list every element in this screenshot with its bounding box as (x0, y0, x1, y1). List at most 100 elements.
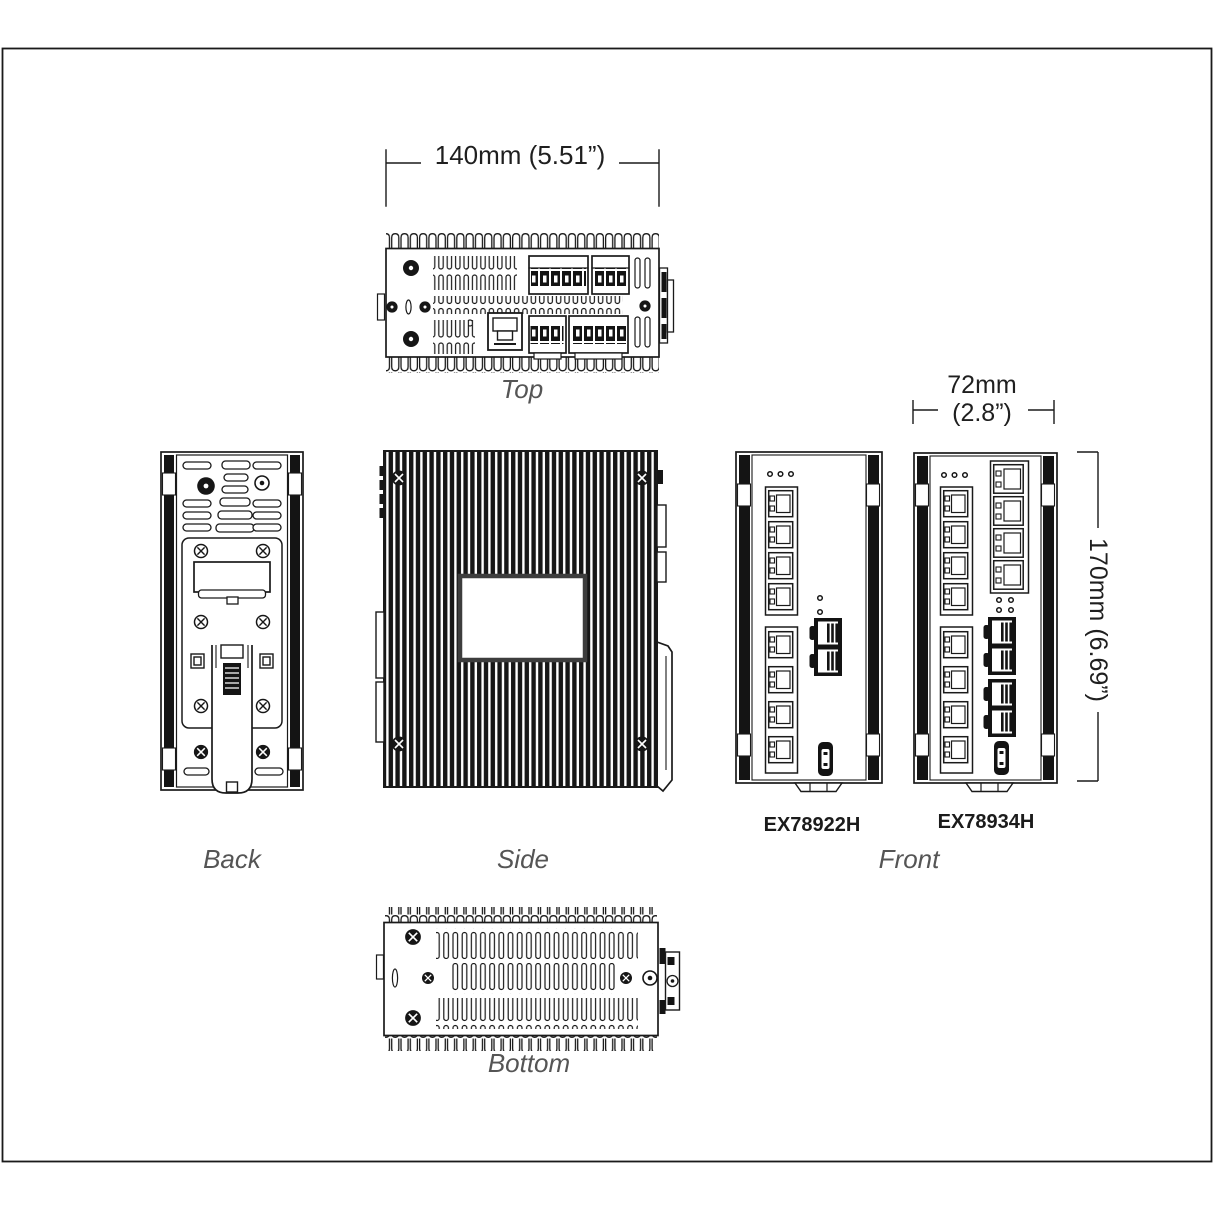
led-indicator-icon (1007, 596, 1015, 604)
screw-icon (421, 971, 435, 985)
screw-icon (639, 300, 651, 312)
screw-icon (404, 928, 422, 946)
rj45-port-icon (767, 520, 794, 549)
rj45-port-icon (767, 700, 794, 729)
rj45-port-icon (767, 735, 794, 764)
vent-slots (433, 296, 623, 314)
rj45-port-icon (942, 551, 969, 580)
screw-icon (255, 543, 271, 559)
top-view: 140mm (5.51”) (376, 139, 675, 404)
sfp-cage-icon (983, 679, 1016, 737)
dimension-depth-label-line2: (2.8”) (952, 399, 1012, 427)
sfp-cage-icon (809, 618, 842, 676)
port-group-frame (764, 486, 799, 616)
screw-icon (255, 614, 271, 630)
vent-slots (436, 928, 638, 959)
din-tab (964, 782, 1015, 793)
screw-icon (386, 301, 398, 313)
screw-icon (390, 735, 408, 753)
led-indicator-icon (951, 471, 958, 479)
port-group-frame (939, 626, 974, 774)
front-view-label: Front (879, 844, 941, 874)
side-rail (917, 456, 928, 780)
din-tab (793, 782, 844, 793)
screw-icon (255, 698, 271, 714)
screw-icon (254, 475, 270, 491)
rj45-port-icon (767, 551, 794, 580)
vent-slots (436, 998, 638, 1029)
din-rail-clip (656, 470, 673, 793)
clip-grip (223, 663, 241, 695)
screw-icon (642, 970, 658, 986)
led-indicator-icon (995, 596, 1003, 604)
led-indicator-icon (816, 608, 824, 616)
screw-icon (619, 971, 633, 985)
dimension-height: 170mm (6.69”) (1077, 451, 1112, 782)
rj45-port-icon (992, 527, 1024, 558)
console-rj45-port (487, 312, 523, 351)
back-view-label: Back (203, 844, 263, 874)
screw-icon (403, 331, 419, 347)
front-view-ex78934h: EX78934H (913, 452, 1058, 833)
rail-notch (736, 483, 881, 757)
slot-hole (391, 968, 399, 988)
slot-hole (405, 299, 412, 315)
dimension-depth-label-line1: 72mm (947, 371, 1016, 399)
edge-tabs (375, 466, 385, 743)
screw-icon (193, 698, 209, 714)
screw-icon (404, 1009, 422, 1027)
page-border (1, 47, 1213, 1163)
label-area (457, 573, 588, 663)
screw-icon (633, 735, 651, 753)
led-indicator-icon (766, 470, 774, 478)
vent-slots (450, 963, 616, 994)
led-indicator-icon (787, 470, 795, 478)
rj45-port-icon (942, 582, 969, 611)
side-view-label: Side (497, 844, 549, 874)
rj45-port-icon (767, 665, 794, 694)
heatsink-fins (385, 1035, 657, 1051)
port-group-frame (939, 486, 974, 616)
bottom-view: Bottom (375, 907, 681, 1078)
rj45-port-icon (992, 495, 1024, 526)
usb-console-port-icon (994, 741, 1009, 775)
din-rail-clip (659, 948, 681, 1014)
terminal-block (568, 315, 629, 360)
screw-icon (193, 614, 209, 630)
side-rail (868, 455, 879, 780)
screw-icon (193, 744, 209, 760)
dimension-width-top-label: 140mm (5.51”) (435, 140, 606, 170)
vent-slots (183, 767, 284, 776)
screw-icon (403, 260, 419, 276)
heatsink-fins (386, 357, 659, 373)
screw-icon (197, 477, 215, 495)
screw-icon (419, 301, 431, 313)
led-indicator-icon (961, 471, 969, 479)
top-view-label: Top (501, 374, 543, 404)
dimension-depth: 72mm (2.8”) (912, 369, 1055, 427)
led-indicator-icon (777, 470, 784, 478)
rj45-port-icon (767, 489, 794, 518)
model-label-ex78922h: EX78922H (764, 814, 861, 836)
din-rail-clip (658, 267, 675, 344)
side-rail (1043, 456, 1054, 780)
rj45-port-icon (942, 520, 969, 549)
rj45-port-icon (992, 559, 1024, 590)
heatsink-fins (386, 233, 659, 249)
screw-icon (633, 469, 651, 487)
led-indicator-icon (816, 594, 824, 602)
heatsink-body (383, 450, 658, 788)
port-group-frame (764, 626, 799, 774)
screw-icon (390, 469, 408, 487)
vent-slots (433, 256, 517, 290)
side-tab (376, 293, 386, 321)
terminal-block (591, 255, 630, 295)
rj45-port-icon (942, 700, 969, 729)
model-label-ex78934h: EX78934H (938, 811, 1035, 833)
rj45-port-icon (942, 735, 969, 764)
side-rail (290, 455, 300, 787)
vent-slots (433, 320, 475, 354)
side-rail (164, 455, 174, 787)
